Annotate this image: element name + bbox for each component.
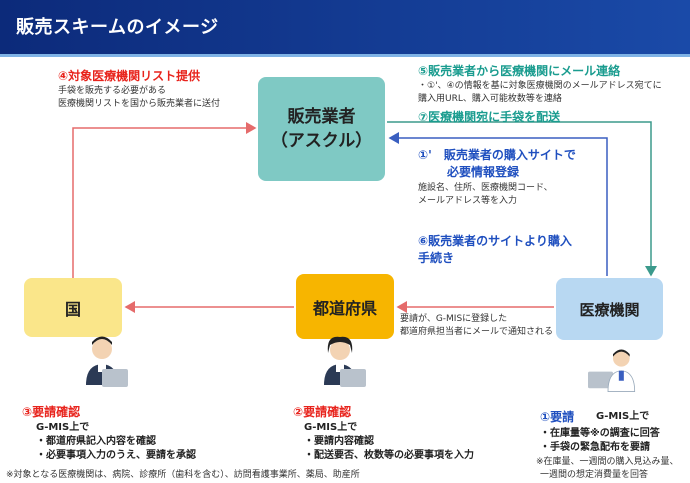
step1-note1: ※在庫量、一週間の購入見込み量、 (536, 457, 679, 467)
node-seller-company: （アスクル） (270, 131, 373, 151)
header-bar: 販売スキームのイメージ (0, 0, 690, 54)
step1-title: ①要請 (540, 410, 575, 424)
step4-title: ④対象医療機関リスト提供 (58, 69, 201, 83)
step5-title: ⑤販売業者から医療機関にメール連絡 (418, 64, 621, 78)
step1p-title2: 必要情報登録 (447, 165, 520, 179)
node-kuni-label: 国 (64, 299, 81, 319)
step5-line2: 購入用URL、購入可能枚数等を連絡 (418, 94, 562, 104)
step1p-line2: メールアドレス等を入力 (418, 196, 518, 206)
step1-sub: G-MIS上で (596, 411, 650, 422)
header-divider (0, 54, 690, 57)
step4-line2: 医療機関リストを国から販売業者に送付 (58, 99, 221, 109)
node-kuni: 国 (24, 278, 122, 337)
node-seller: 販売業者 （アスクル） (258, 77, 385, 181)
doctor-icon (588, 349, 636, 392)
notify-line1: 要請が、G-MISに登録した (400, 314, 508, 324)
step3-line1: G-MIS上で (36, 422, 90, 433)
step1p-line1: 施設名、住所、医療機関コード、 (418, 183, 553, 193)
node-seller-name: 販売業者 (287, 107, 356, 127)
step1-line1: ・在庫量等※の調査に回答 (540, 428, 660, 439)
official-prefecture-icon (324, 336, 366, 387)
step3-line2: ・都道府県記入内容を確認 (36, 436, 156, 447)
arrow-seller-to-inst (387, 121, 657, 277)
footnote: ※対象となる医療機関は、病院、診療所（歯科を含む）、訪問看護事業所、薬局、助産所 (6, 470, 360, 480)
step2-line1: G-MIS上で (304, 422, 358, 433)
official-kuni-icon (86, 336, 128, 387)
arrow-kuni-to-seller (72, 122, 257, 278)
step4-line1: 手袋を販売する必要がある (58, 86, 167, 96)
step1-note2: 一週間の想定消費量を回答 (540, 470, 649, 480)
page-title: 販売スキームのイメージ (16, 17, 219, 38)
node-prefecture-label: 都道府県 (312, 298, 377, 318)
step2-title: ②要請確認 (293, 405, 352, 419)
step3-line3: ・必要事項入力のうえ、要請を承認 (36, 450, 196, 461)
node-institution-label: 医療機関 (579, 300, 640, 319)
step6-title1: ⑥販売業者のサイトより購入 (418, 234, 572, 248)
step1p-title1: ①' 販売業者の購入サイトで (418, 148, 576, 162)
step2-line3: ・配送要否、枚数等の必要事項を入力 (304, 450, 474, 461)
node-prefecture: 都道府県 (296, 274, 394, 339)
step2-line2: ・要請内容確認 (304, 436, 374, 447)
node-institution: 医療機関 (556, 278, 663, 340)
step6-title2: 手続き (418, 251, 455, 265)
step1-line2: ・手袋の緊急配布を要請 (540, 442, 650, 453)
step7-title: ⑦医療機関宛に手袋を配送 (418, 110, 561, 124)
step5-line1: ・①'、④の情報を基に対象医療機関のメールアドレス宛てに (418, 81, 662, 91)
arrow-inst-to-seller (388, 132, 608, 276)
notify-line2: 都道府県担当者にメールで通知される (400, 327, 554, 337)
step3-title: ③要請確認 (22, 405, 81, 419)
